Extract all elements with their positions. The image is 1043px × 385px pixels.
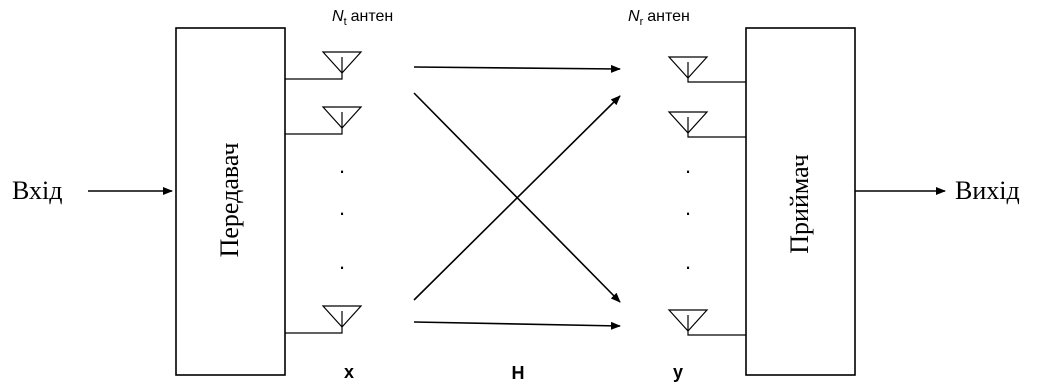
transmitter-block (175, 27, 286, 376)
rx-antenna-n (667, 309, 746, 336)
rx-ellipsis-dot-3: · (684, 254, 691, 279)
tx-antenna-n (285, 305, 363, 334)
output-label: Вихід (955, 176, 1020, 205)
rx-antenna-2 (667, 111, 746, 138)
rx-antenna-1 (667, 56, 746, 83)
tx-ellipsis-dot-3: · (338, 254, 345, 279)
receiver-block (745, 27, 856, 376)
tx-vector-label: x (344, 362, 354, 382)
transmitter-label: Передавач (215, 143, 244, 258)
rx-ellipsis-dot-2: · (684, 200, 691, 225)
channel-arrow-cross-up (413, 95, 621, 301)
receiver-label: Приймач (785, 154, 814, 253)
rx-ellipsis-dot-1: · (684, 158, 691, 183)
tx-ellipsis-dot-1: · (338, 158, 345, 183)
tx-ellipsis-dot-2: · (338, 200, 345, 225)
tx-antenna-1 (285, 51, 363, 80)
rx-vector-label: y (673, 362, 683, 382)
channel-arrow-bottom (413, 321, 621, 330)
channel-matrix-label: H (512, 363, 525, 383)
input-label: Вхід (12, 176, 62, 205)
channel-arrow-top (413, 64, 621, 73)
tx-antenna-2 (285, 106, 363, 135)
